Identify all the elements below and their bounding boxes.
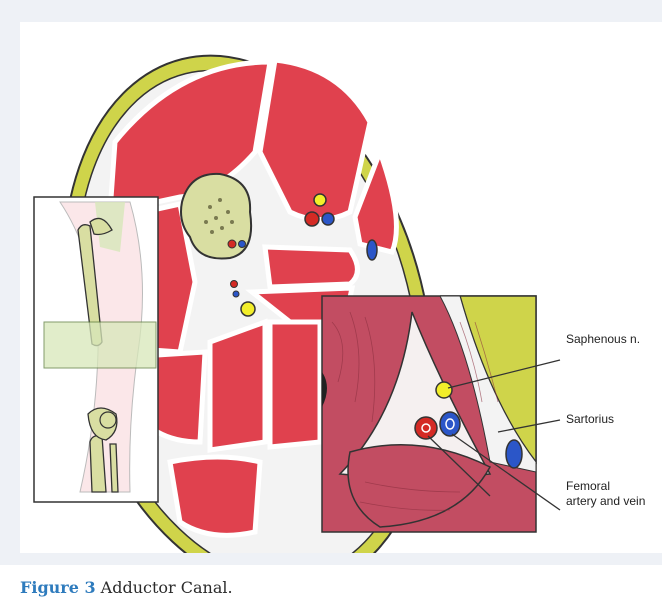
leg-inset [34, 197, 158, 502]
adductor-canal-illustration: Saphenous n. Sartorius Femoral artery an… [20, 22, 662, 553]
muscle-lower-mid [210, 322, 265, 450]
anatomy-drawing [20, 22, 662, 553]
label-saphenous-nerve: Saphenous n. [566, 332, 640, 347]
great-saphenous-vein [367, 240, 377, 260]
inset-saphenous-nerve [436, 382, 452, 398]
main-femoral-vein [322, 213, 334, 225]
section-plane [44, 322, 156, 368]
muscle-bottom [170, 457, 260, 535]
figure-number: Figure 3 [20, 578, 96, 597]
label-artery-and-vein: artery and vein [566, 494, 645, 509]
canal-zoom-inset [322, 296, 560, 532]
label-sartorius: Sartorius [566, 412, 614, 427]
small-artery [231, 281, 238, 288]
main-saphenous-nerve [314, 194, 326, 206]
sciatic-nerve [241, 302, 255, 316]
figure-caption: Figure 3 Adductor Canal. [20, 578, 233, 597]
figure-panel: Saphenous n. Sartorius Femoral artery an… [0, 0, 662, 565]
profunda-artery [228, 240, 236, 248]
inset-saphenous-vein [506, 440, 522, 468]
inset-femoral-artery [415, 417, 437, 439]
caption-text: Adductor Canal. [101, 578, 233, 597]
main-femoral-artery [305, 212, 319, 226]
label-femoral: Femoral [566, 479, 610, 494]
small-vein [233, 291, 239, 297]
muscle-lower-right [270, 322, 320, 447]
muscle-mid-right [265, 247, 358, 287]
profunda-vein [239, 241, 246, 248]
fibula [110, 444, 118, 492]
inset-femoral-vein [440, 412, 460, 436]
